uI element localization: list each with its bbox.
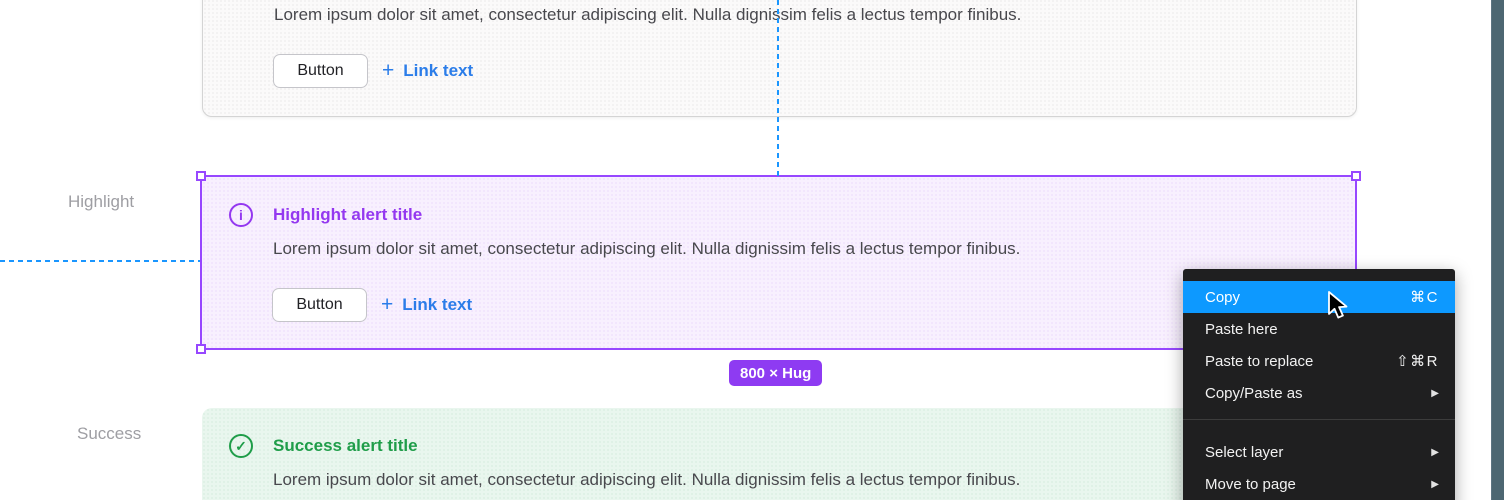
menu-item-paste-here[interactable]: Paste here	[1183, 313, 1455, 345]
context-menu: Copy ⌘C Paste here Paste to replace ⇧⌘R …	[1183, 269, 1455, 500]
menu-item-select-layer[interactable]: Select layer ▶	[1183, 436, 1455, 468]
menu-item-move-to-page[interactable]: Move to page ▶	[1183, 468, 1455, 500]
menu-item-label: Copy	[1205, 288, 1241, 306]
menu-separator	[1183, 419, 1455, 420]
alert-actions-row: Button + Link text	[272, 288, 472, 322]
submenu-arrow-icon: ▶	[1431, 446, 1439, 458]
submenu-arrow-icon: ▶	[1431, 478, 1439, 490]
success-side-label: Success	[77, 424, 142, 443]
alert-title: Success alert title	[273, 436, 418, 455]
menu-item-copy-paste-as[interactable]: Copy/Paste as ▶	[1183, 377, 1455, 409]
alert-button[interactable]: Button	[273, 54, 368, 88]
alert-body-text: Lorem ipsum dolor sit amet, consectetur …	[273, 470, 1021, 489]
selection-handle-top-right[interactable]	[1351, 171, 1361, 181]
link-label: Link text	[403, 61, 474, 80]
menu-item-label: Paste here	[1205, 320, 1278, 338]
mouse-cursor-icon	[1327, 291, 1353, 326]
horizontal-alignment-guide	[0, 260, 200, 262]
alert-link[interactable]: + Link text	[382, 59, 474, 82]
menu-item-copy[interactable]: Copy ⌘C	[1183, 281, 1455, 313]
menu-item-label: Paste to replace	[1205, 352, 1314, 370]
alert-card-success[interactable]: ✓ Success alert title Lorem ipsum dolor …	[202, 408, 1357, 500]
submenu-arrow-icon: ▶	[1431, 387, 1439, 399]
plus-icon: +	[382, 59, 395, 82]
info-icon: i	[229, 203, 253, 227]
plus-icon: +	[381, 293, 394, 316]
alert-link[interactable]: + Link text	[381, 293, 473, 316]
alert-actions-row: Button + Link text	[273, 54, 473, 88]
menu-item-shortcut: ⌘C	[1410, 289, 1439, 306]
check-circle-icon: ✓	[229, 434, 253, 458]
alert-card-top[interactable]: Lorem ipsum dolor sit amet, consectetur …	[202, 0, 1357, 117]
selection-size-badge: 800 × Hug	[729, 360, 823, 386]
menu-item-label: Select layer	[1205, 443, 1284, 461]
menu-item-label: Move to page	[1205, 475, 1296, 493]
highlight-side-label: Highlight	[68, 192, 135, 211]
alert-title: Highlight alert title	[273, 205, 423, 224]
page-edge-strip	[1491, 0, 1504, 500]
alert-button[interactable]: Button	[272, 288, 367, 322]
alert-body-text: Lorem ipsum dolor sit amet, consectetur …	[274, 5, 1022, 24]
link-label: Link text	[402, 295, 473, 314]
selection-handle-top-left[interactable]	[196, 171, 206, 181]
alert-body-text: Lorem ipsum dolor sit amet, consectetur …	[273, 239, 1021, 258]
vertical-alignment-guide	[777, 0, 779, 176]
menu-item-shortcut: ⇧⌘R	[1396, 353, 1439, 370]
menu-item-label: Copy/Paste as	[1205, 384, 1303, 402]
alert-card-highlight-selected[interactable]: i Highlight alert title Lorem ipsum dolo…	[196, 171, 1361, 354]
menu-item-paste-to-replace[interactable]: Paste to replace ⇧⌘R	[1183, 345, 1455, 377]
selection-handle-bottom-left[interactable]	[196, 344, 206, 354]
